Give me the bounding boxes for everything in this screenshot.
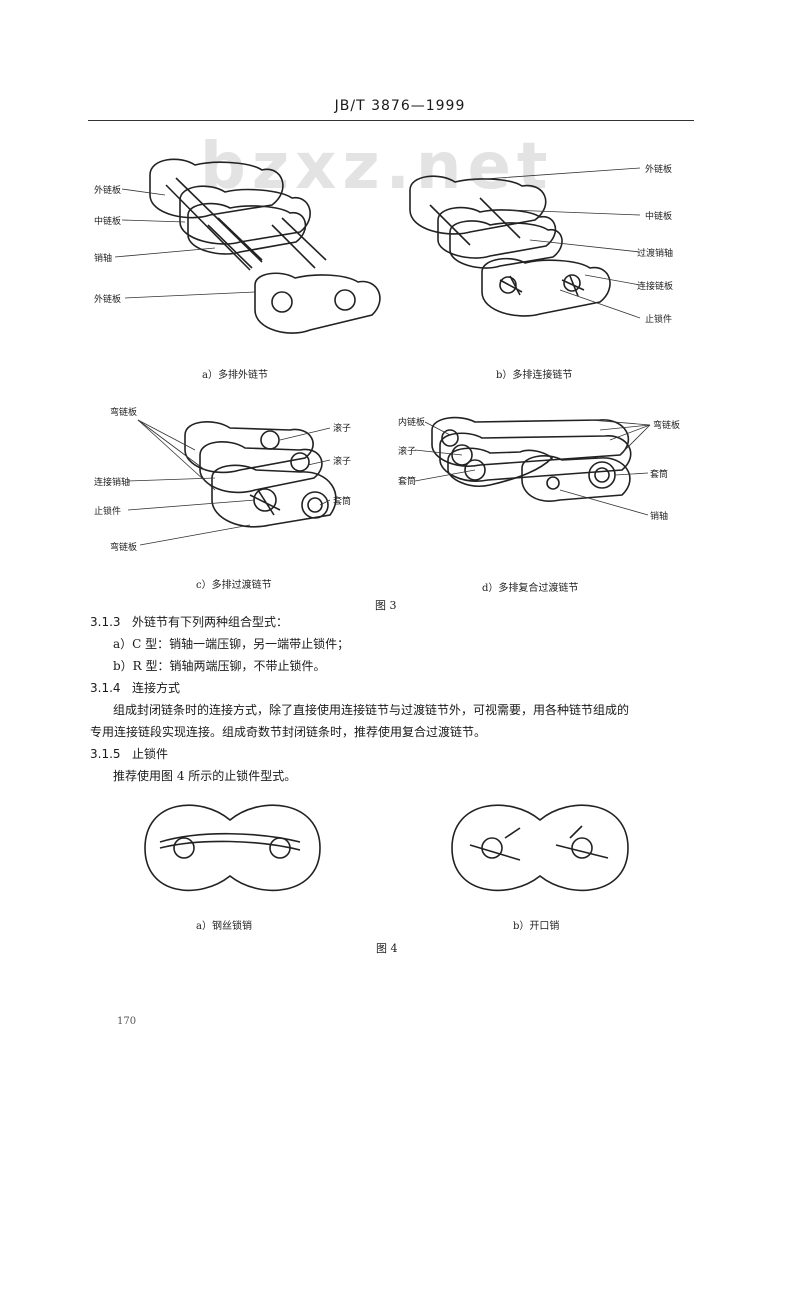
fig3d-label-pin: 销轴: [650, 512, 669, 522]
section-3-1-3-item-a: a）C 型：销轴一端压铆，另一端带止锁件；: [113, 637, 350, 651]
fig3a-caption: a）多排外链节: [202, 370, 268, 381]
fig3a-label-outer-plate-bottom: 外链板: [94, 295, 122, 305]
fig4a-caption: a）钢丝锁销: [196, 921, 252, 932]
section-3-1-3-item-b: b）R 型：销轴两端压铆，不带止锁件。: [113, 659, 326, 673]
section-3-1-5-heading: 3.1.5 止锁件: [90, 743, 168, 765]
section-number: 3.1.4: [90, 681, 121, 695]
fig3a-label-middle-plate: 中链板: [94, 217, 122, 227]
fig3c-label-lock: 止锁件: [94, 507, 122, 517]
fig3d-caption: d）多排复合过渡链节: [482, 583, 579, 594]
section-number: 3.1.3: [90, 615, 121, 629]
section-title: 止锁件: [132, 747, 169, 761]
fig3b-label-transition-pin: 过渡销轴: [637, 249, 674, 259]
section-3-1-4-heading: 3.1.4 连接方式: [90, 677, 180, 699]
fig3b-label-connecting-plate: 连接链板: [637, 282, 674, 292]
section-title: 外链节有下列两种组合型式：: [132, 615, 289, 629]
fig3b-chain-drawing: [409, 175, 611, 317]
section-3-1-4-paragraph-line-2: 专用连接链段实现连接。组成奇数节封闭链条时，推荐使用复合过渡链节。: [90, 725, 487, 739]
page-number: 170: [117, 1016, 137, 1027]
section-3-1-4-paragraph-line-1: 组成封闭链条时的连接方式，除了直接使用连接链节与过渡链节外，可视需要，用各种链节…: [113, 703, 630, 717]
fig3d-label-bent-plate: 弯链板: [653, 421, 681, 431]
section-number: 3.1.5: [90, 747, 121, 761]
fig3a-label-pin: 销轴: [94, 254, 113, 264]
fig3c-chain-drawing: [184, 421, 337, 528]
fig3a-label-outer-plate: 外链板: [94, 186, 122, 196]
fig3d-label-bushing-right: 套筒: [650, 470, 669, 480]
fig3a-chain-drawing: [149, 158, 381, 334]
fig3c-label-connecting-pin: 连接销轴: [94, 478, 131, 488]
page-header: JB/T 3876—1999: [334, 98, 466, 114]
section-3-1-5-paragraph: 推荐使用图 4 所示的止锁件型式。: [113, 769, 297, 783]
fig3b-label-outer-plate: 外链板: [645, 165, 673, 175]
figure3-title: 图 3: [375, 599, 397, 612]
fig3b-caption: b）多排连接链节: [496, 370, 573, 381]
fig3c-label-roller-1: 滚子: [333, 424, 352, 434]
fig4b-caption: b）开口销: [513, 921, 560, 932]
fig3c-label-bent-plate-bottom: 弯链板: [110, 543, 138, 553]
fig3c-label-roller-2: 滚子: [333, 457, 352, 467]
fig4a-drawing: [144, 804, 321, 892]
fig3d-label-bushing-left: 套筒: [398, 477, 417, 487]
figure4-title: 图 4: [376, 942, 398, 955]
fig4b-drawing: [451, 804, 629, 892]
fig3b-label-middle-plate: 中链板: [645, 212, 673, 222]
fig3d-label-inner-plate: 内链板: [398, 418, 426, 428]
section-title: 连接方式: [132, 681, 181, 695]
fig3c-label-bushing: 套筒: [333, 497, 352, 507]
header-rule: [88, 120, 694, 121]
fig3d-label-roller: 滚子: [398, 447, 417, 457]
fig3b-label-lock: 止锁件: [645, 315, 673, 325]
section-3-1-3-heading: 3.1.3 外链节有下列两种组合型式：: [90, 611, 288, 633]
fig3c-caption: c）多排过渡链节: [196, 580, 272, 591]
fig3c-label-bent-plate: 弯链板: [110, 408, 138, 418]
